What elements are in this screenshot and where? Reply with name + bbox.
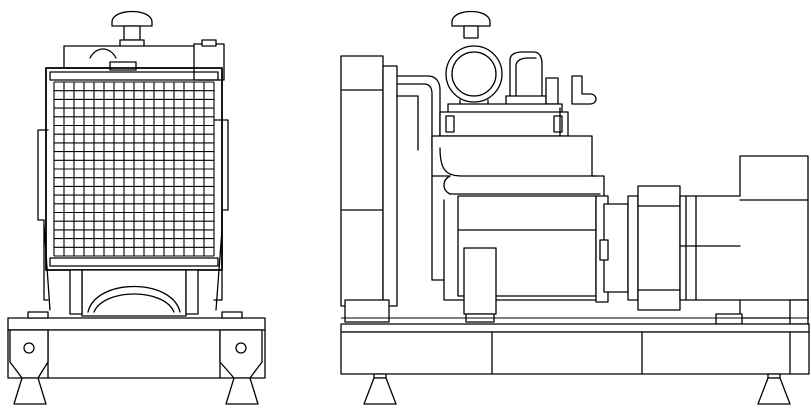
fan-guard	[69, 269, 199, 317]
side-foot-left	[363, 373, 397, 405]
alternator	[679, 155, 809, 325]
radiator	[45, 67, 223, 271]
engine-block	[431, 135, 609, 323]
mount-right	[219, 329, 263, 405]
side-view	[340, 10, 810, 405]
side-base-skid	[340, 317, 810, 375]
engine-top-housing	[63, 39, 225, 81]
side-air-filter	[445, 10, 503, 117]
coolant-pipe	[396, 75, 441, 151]
mount-left	[9, 329, 49, 405]
front-view	[7, 10, 266, 405]
valve-cover	[439, 103, 569, 141]
side-foot-right	[757, 373, 791, 405]
side-radiator	[340, 55, 398, 323]
radiator-core-grid	[53, 81, 215, 257]
flywheel-housing	[599, 185, 681, 311]
